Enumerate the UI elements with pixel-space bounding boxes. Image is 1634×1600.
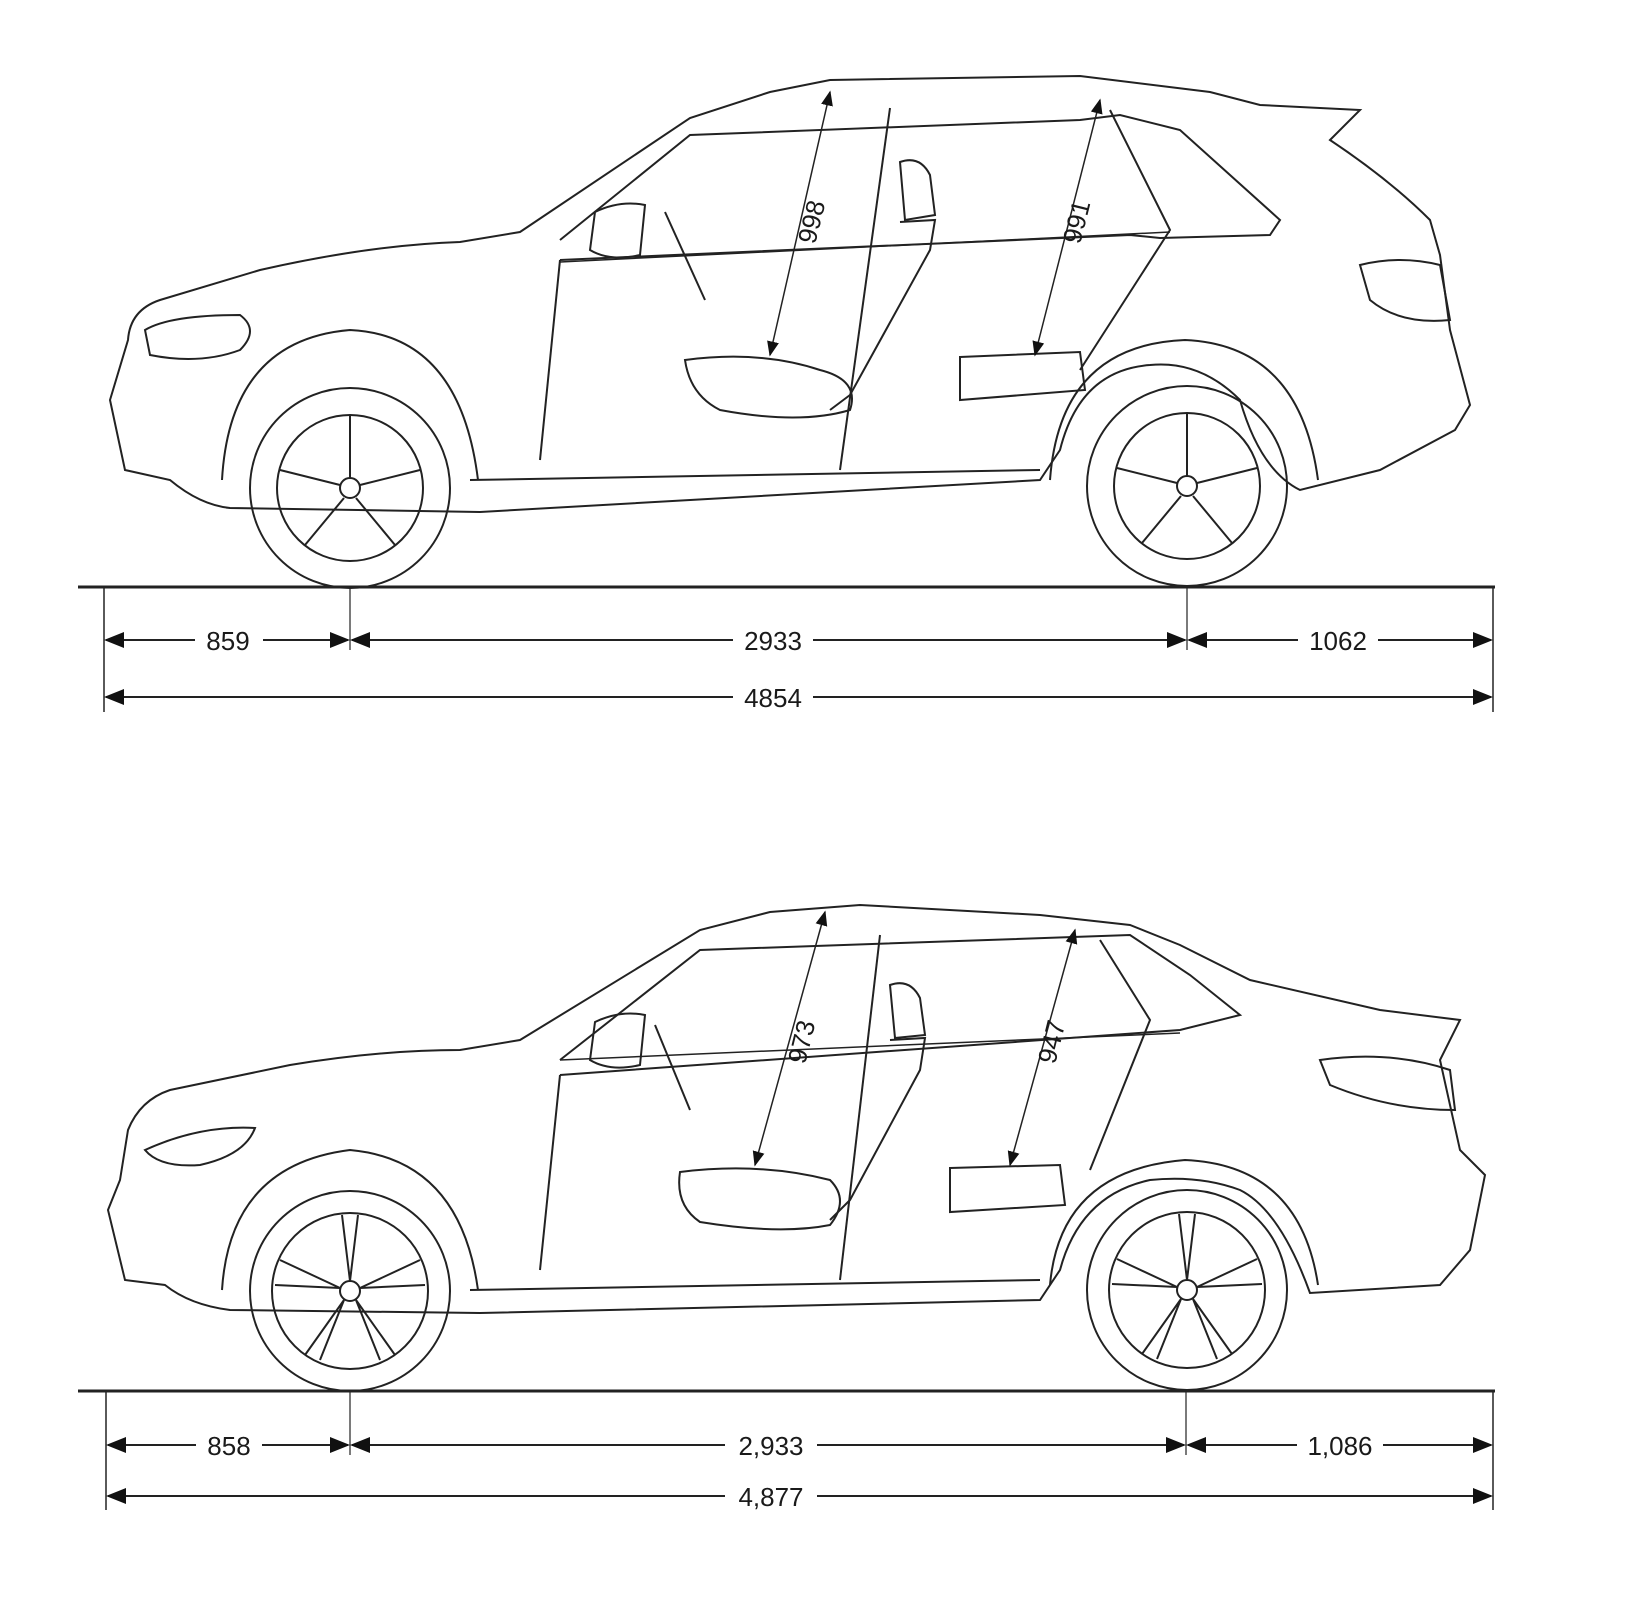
suv-wheelbase-label: 2933	[744, 626, 802, 656]
coupe-wheelbase-label: 2,933	[738, 1431, 803, 1461]
coupe-front-headroom-label: 973	[782, 1017, 822, 1066]
coupe-suv-drawing	[106, 903, 1487, 1392]
suv-front-overhang-label: 859	[206, 626, 249, 656]
coupe-headroom-lines	[559, 910, 1181, 1167]
suv-headroom-lines	[559, 90, 1171, 357]
suv-drawing	[108, 74, 1472, 589]
coupe-front-overhang-label: 858	[207, 1431, 250, 1461]
suv-rear-overhang-label: 1062	[1309, 626, 1367, 656]
coupe-overall-length-label: 4,877	[738, 1482, 803, 1512]
suv-overall-length-label: 4854	[744, 683, 802, 713]
coupe-rear-headroom-label: 947	[1032, 1017, 1072, 1066]
suv-front-headroom-label: 998	[792, 197, 832, 246]
suv-rear-headroom-label: 991	[1057, 197, 1097, 246]
coupe-rear-overhang-label: 1,086	[1307, 1431, 1372, 1461]
